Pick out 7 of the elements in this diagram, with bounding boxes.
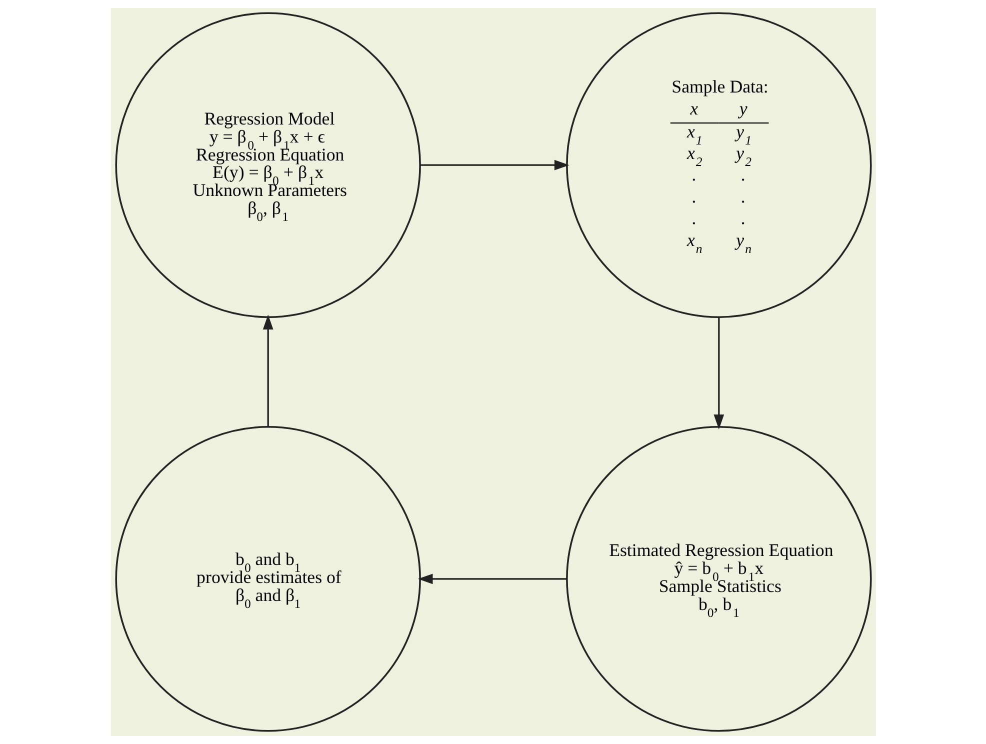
node-circle: Sample Data: x y x$_{1}$ y$_{1}$ x$_{2}$ y$_{2}$ . . . . . . x$_{n}$ y$_{n}$ — [566, 12, 872, 318]
arrow — [713, 317, 724, 430]
arrow — [262, 314, 273, 427]
arrow — [417, 574, 566, 584]
node-circle: Estimated Regression Equation ŷ = b$_{0}$ + b$_{1}$x Sample Statistics b$_{0}$, b$_{1}$ — [566, 426, 872, 732]
arrow — [420, 160, 569, 170]
node-circle: b$_{0}$ and b$_{1}$ provide estimates of β$_{0}$ and β$_{1}$ — [114, 426, 420, 732]
